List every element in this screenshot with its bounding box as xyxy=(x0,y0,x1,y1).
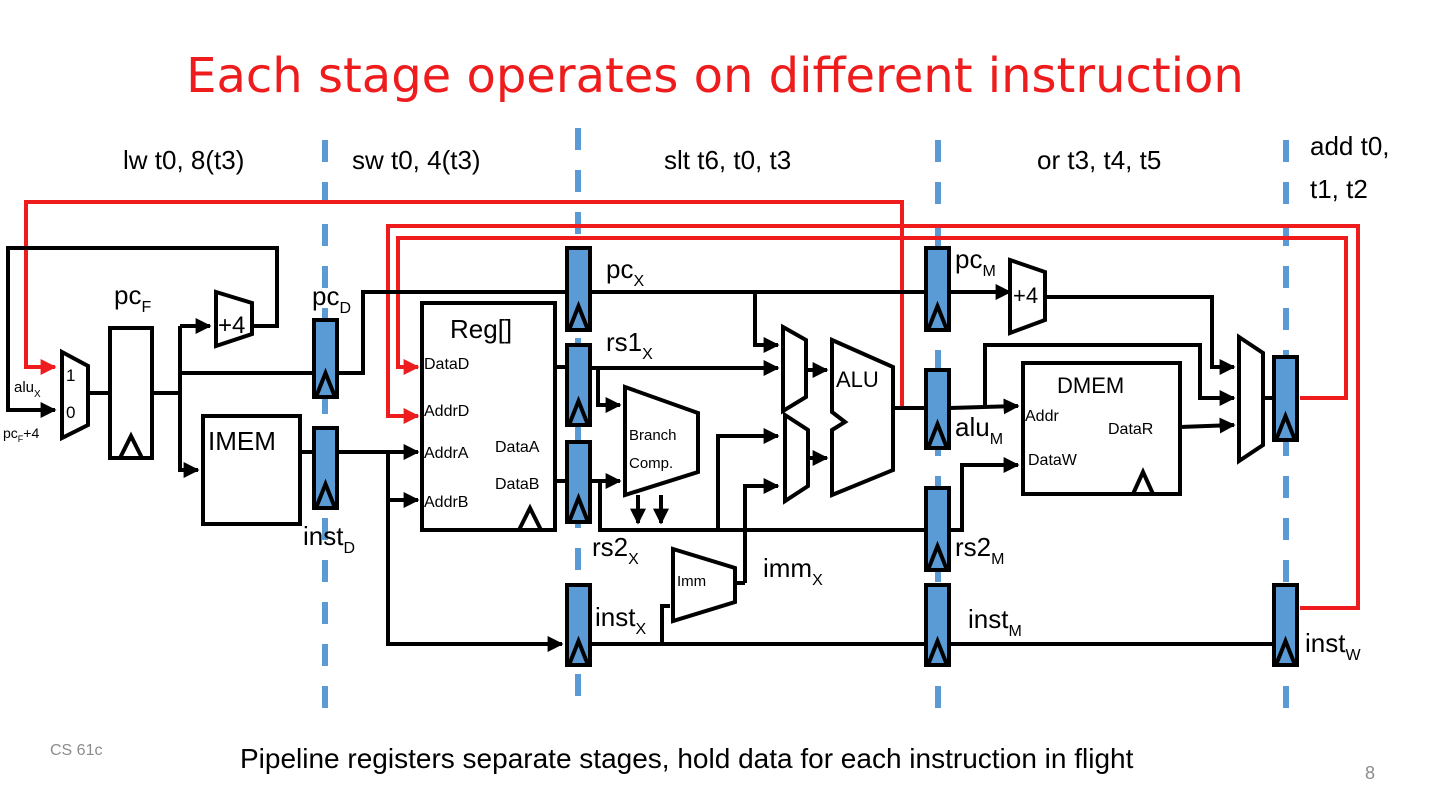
rs2-x-label: rs2X xyxy=(592,532,639,568)
adder-mem-label: +4 xyxy=(1013,283,1038,308)
port-dataR: DataR xyxy=(1108,421,1153,438)
inst-m-label: instM xyxy=(968,604,1022,640)
rs1-x-label: rs1X xyxy=(606,327,653,363)
imm-label: Imm xyxy=(677,573,706,590)
clock-triangle-icon xyxy=(567,492,590,523)
stage-decode-instruction: sw t0, 4(t3) xyxy=(352,145,481,175)
clock-triangle-icon xyxy=(567,635,590,666)
wire-instW-to-addrD xyxy=(386,224,1360,610)
clock-triangle-icon xyxy=(1274,635,1297,666)
dmem-title: DMEM xyxy=(1057,373,1124,398)
pipeline-registers xyxy=(312,246,1299,667)
port-dataA: DataA xyxy=(495,439,540,456)
clock-triangle-icon xyxy=(567,395,590,426)
clock-triangle-icon xyxy=(118,431,144,459)
stage-execute-instruction: slt t6, t0, t3 xyxy=(664,145,792,175)
pipeline-register-aluM xyxy=(924,368,951,450)
wire-alu-to-pc-mux xyxy=(24,200,904,408)
register-file: Reg[] DataD AddrD AddrA AddrB DataA Data… xyxy=(420,301,557,532)
feedback-wires xyxy=(24,200,1360,610)
pipeline-register-instW2 xyxy=(1272,583,1299,667)
clock-triangle-icon xyxy=(926,300,949,331)
clock-triangle-icon xyxy=(314,478,337,509)
clock-triangle-icon xyxy=(926,540,949,571)
stage-writeback-instruction-line1: add t0, xyxy=(1310,131,1390,161)
port-addr: Addr xyxy=(1025,408,1059,425)
port-addrA: AddrA xyxy=(424,445,469,462)
clock-triangle-icon xyxy=(1274,410,1297,441)
alu-x-label: aluX xyxy=(14,379,41,400)
pipeline-register-instX xyxy=(565,583,592,667)
clock-triangle-icon xyxy=(1131,467,1155,495)
port-addrD: AddrD xyxy=(424,403,469,420)
pipeline-register-pcD xyxy=(312,318,339,399)
writeback-mux xyxy=(1237,333,1265,465)
slide-caption: Pipeline registers separate stages, hold… xyxy=(240,743,1134,774)
course-label: CS 61c xyxy=(50,742,103,759)
port-dataB: DataB xyxy=(495,476,539,493)
branch-comp-line1: Branch xyxy=(629,427,677,444)
stage-memory-instruction: or t3, t4, t5 xyxy=(1037,145,1162,175)
pipeline-register-pcX xyxy=(565,246,592,332)
clock-triangle-icon xyxy=(567,300,590,331)
pc-mux: 1 0 xyxy=(60,348,90,442)
inst-d-label: instD xyxy=(303,521,355,557)
inst-w-label: instW xyxy=(1305,628,1361,664)
imem-label: IMEM xyxy=(208,426,276,456)
alu-label: ALU xyxy=(836,367,879,392)
pc-m-label: pcM xyxy=(955,244,996,280)
page-number: 8 xyxy=(1365,763,1376,783)
pc-mux-input1-label: 1 xyxy=(66,366,75,385)
pc-f-label: pcF xyxy=(114,280,151,316)
adder-fetch: +4 xyxy=(214,289,254,349)
inst-x-label: instX xyxy=(595,602,646,638)
rs2-m-label: rs2M xyxy=(955,532,1004,568)
clock-triangle-icon xyxy=(926,635,949,666)
pipeline-register-rs2X xyxy=(565,440,592,524)
branch-comparator: Branch Comp. xyxy=(623,384,700,525)
port-dataD: DataD xyxy=(424,356,469,373)
alu: ALU xyxy=(830,336,895,498)
clock-triangle-icon xyxy=(314,367,337,398)
imem: IMEM xyxy=(201,414,302,526)
alu-m-label: aluM xyxy=(955,412,1003,448)
wire-writeback-to-dataD xyxy=(396,236,1348,400)
pc-d-label: pcD xyxy=(312,281,351,317)
clock-triangle-icon xyxy=(517,503,543,531)
pipeline-register-rs1X xyxy=(565,343,592,427)
dmem: DMEM Addr DataR DataW xyxy=(1021,361,1182,496)
slide-title: Each stage operates on different instruc… xyxy=(186,48,1244,104)
adder-mem: +4 xyxy=(1008,257,1047,336)
imm-generator: Imm xyxy=(671,546,737,624)
pipeline-register-instW xyxy=(1272,355,1299,442)
alu-a-mux xyxy=(781,323,808,415)
pc-x-label: pcX xyxy=(606,254,644,290)
datapath-wires xyxy=(6,246,1272,652)
pc-f-plus4-label: pcF+4 xyxy=(3,425,39,444)
pipeline-register-rs2M xyxy=(924,486,951,572)
branch-comp-line2: Comp. xyxy=(629,455,673,472)
stage-writeback-instruction-line2: t1, t2 xyxy=(1310,174,1368,204)
regfile-title: Reg[] xyxy=(450,314,512,344)
stage-fetch-instruction: lw t0, 8(t3) xyxy=(123,145,245,175)
alu-b-mux xyxy=(783,411,810,505)
pipeline-register-pcM xyxy=(924,246,951,332)
pc-register xyxy=(108,326,154,460)
adder-fetch-label: +4 xyxy=(218,312,245,339)
pc-mux-input0-label: 0 xyxy=(66,403,75,422)
imm-x-label: immX xyxy=(763,553,823,589)
pipeline-register-instD xyxy=(312,426,339,510)
pipeline-register-instM xyxy=(924,583,951,667)
port-addrB: AddrB xyxy=(424,494,468,511)
port-dataW: DataW xyxy=(1028,452,1078,469)
clock-triangle-icon xyxy=(926,418,949,449)
